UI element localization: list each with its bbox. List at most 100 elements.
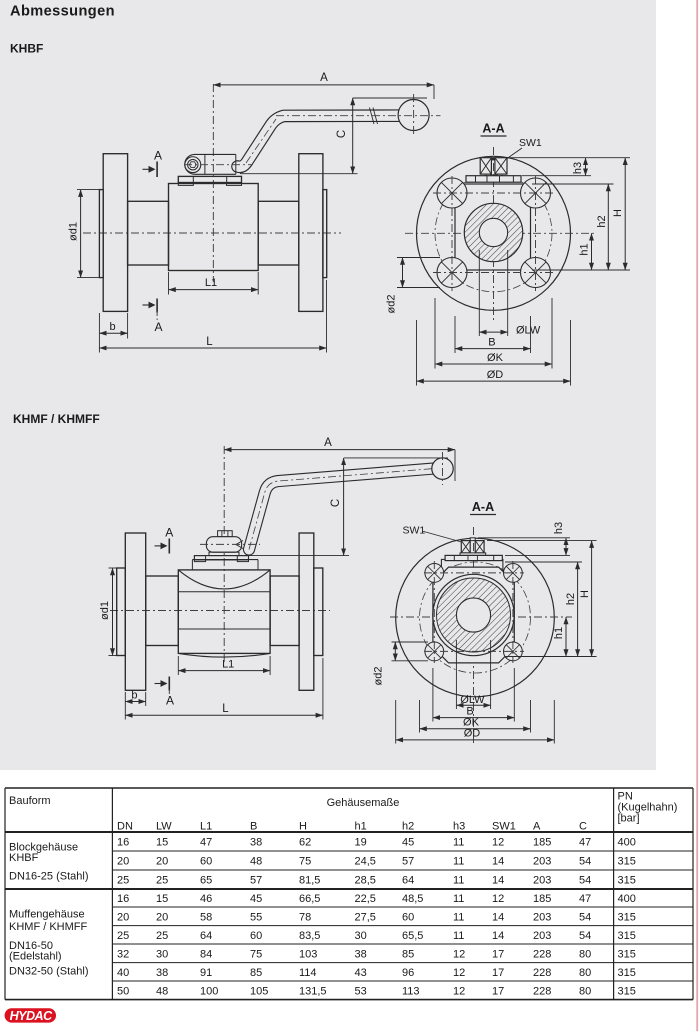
svg-text:400: 400 [618,837,636,849]
svg-text:60: 60 [200,856,212,868]
svg-text:A: A [324,437,332,449]
svg-text:65,5: 65,5 [402,930,423,942]
svg-text:(Kugelhahn): (Kugelhahn) [618,802,678,814]
svg-text:15: 15 [156,893,168,905]
svg-text:203: 203 [533,875,551,887]
svg-text:L: L [222,703,229,715]
svg-text:46: 46 [200,893,212,905]
svg-text:L: L [206,336,213,348]
svg-text:h1: h1 [355,821,367,833]
svg-text:16: 16 [117,893,129,905]
svg-text:A: A [154,149,162,163]
svg-text:85: 85 [250,967,262,979]
svg-text:80: 80 [579,948,591,960]
svg-text:25: 25 [117,875,129,887]
svg-text:h3: h3 [453,821,465,833]
svg-text:Bauform: Bauform [9,795,51,807]
svg-text:40: 40 [117,967,129,979]
svg-text:30: 30 [355,930,367,942]
svg-text:96: 96 [402,967,414,979]
svg-text:11: 11 [453,875,464,887]
svg-text:315: 315 [618,985,636,997]
svg-text:47: 47 [579,893,591,905]
svg-text:54: 54 [579,856,591,868]
svg-text:(Edelstahl): (Edelstahl) [9,951,62,963]
svg-text:27,5: 27,5 [355,911,376,923]
svg-text:19: 19 [355,837,367,849]
svg-text:38: 38 [156,967,168,979]
svg-text:12: 12 [453,948,465,960]
svg-text:48: 48 [250,856,262,868]
svg-text:58: 58 [200,911,212,923]
svg-text:ød2: ød2 [373,667,385,686]
svg-text:16: 16 [117,837,129,849]
svg-text:15: 15 [156,837,168,849]
svg-text:64: 64 [402,875,414,887]
svg-text:h2: h2 [596,215,608,227]
svg-text:A: A [165,526,173,540]
svg-text:h3: h3 [572,162,584,174]
svg-text:KHMF / KHMFF: KHMF / KHMFF [13,412,100,426]
svg-text:22,5: 22,5 [355,893,376,905]
svg-text:38: 38 [355,948,367,960]
svg-text:315: 315 [618,875,636,887]
svg-text:17: 17 [492,967,504,979]
svg-text:14: 14 [492,930,504,942]
svg-text:11: 11 [453,930,464,942]
svg-text:14: 14 [492,875,504,887]
svg-text:Muffengehäuse: Muffengehäuse [9,909,85,921]
svg-text:DN32-50 (Stahl): DN32-50 (Stahl) [9,966,88,978]
svg-text:B: B [466,705,473,717]
svg-text:A: A [320,72,328,84]
svg-text:SW1: SW1 [403,525,426,537]
svg-text:h2: h2 [402,821,414,833]
svg-text:B: B [488,336,495,348]
svg-text:11: 11 [453,893,464,905]
svg-text:48,5: 48,5 [402,893,423,905]
svg-text:20: 20 [156,856,168,868]
svg-text:62: 62 [299,837,311,849]
svg-text:315: 315 [618,911,636,923]
svg-text:Abmessungen: Abmessungen [10,4,115,20]
svg-text:DN: DN [117,821,133,833]
svg-text:54: 54 [579,911,591,923]
svg-text:14: 14 [492,911,504,923]
svg-text:ØD: ØD [464,728,481,740]
svg-text:50: 50 [117,985,129,997]
svg-text:203: 203 [533,856,551,868]
svg-text:B: B [250,821,257,833]
svg-text:80: 80 [579,985,591,997]
svg-text:64: 64 [200,930,212,942]
svg-text:KHMF / KHMFF: KHMF / KHMFF [9,921,87,933]
svg-text:ØK: ØK [487,352,504,364]
svg-text:12: 12 [453,967,465,979]
svg-text:Blockgehäuse: Blockgehäuse [9,842,78,854]
svg-text:ØK: ØK [463,716,480,728]
svg-text:H: H [612,209,624,217]
svg-text:57: 57 [250,875,262,887]
svg-text:203: 203 [533,930,551,942]
svg-text:228: 228 [533,985,551,997]
svg-text:ØLW: ØLW [516,325,541,337]
svg-text:b: b [131,690,137,702]
svg-text:84: 84 [200,948,212,960]
svg-text:400: 400 [618,893,636,905]
svg-text:83,5: 83,5 [299,930,320,942]
svg-text:114: 114 [299,967,317,979]
svg-text:ød1: ød1 [99,601,111,620]
svg-text:43: 43 [355,967,367,979]
svg-text:57: 57 [402,856,414,868]
svg-text:H: H [579,590,591,598]
svg-text:113: 113 [402,985,420,997]
svg-text:228: 228 [533,948,551,960]
svg-text:h2: h2 [565,593,577,605]
svg-text:A-A: A-A [482,122,504,136]
svg-text:185: 185 [533,837,551,849]
svg-text:54: 54 [579,875,591,887]
svg-text:60: 60 [250,930,262,942]
svg-text:h3: h3 [553,522,565,534]
svg-text:65: 65 [200,875,212,887]
svg-text:ØLW: ØLW [460,694,485,706]
svg-text:78: 78 [299,911,311,923]
svg-text:Gehäusemaße: Gehäusemaße [327,797,400,809]
